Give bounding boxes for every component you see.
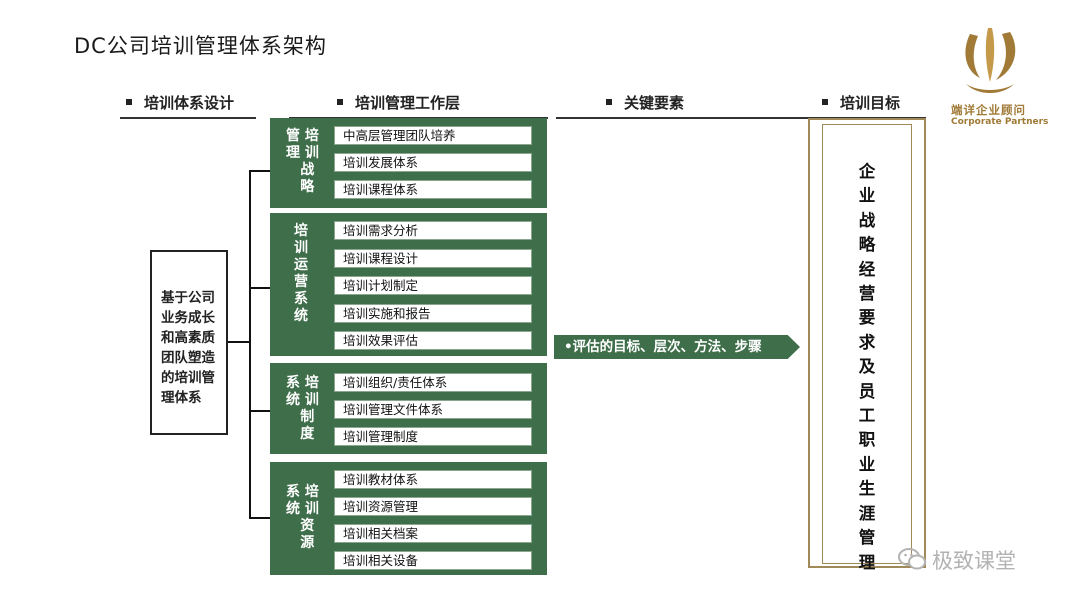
column-header-goal: 培训目标 (822, 92, 900, 113)
group-training-resources: 系 培 统 训 资 源 培训教材体系 培训资源管理 培训相关档案 培训相关设备 (270, 462, 547, 575)
list-item: 培训需求分析 (334, 221, 532, 240)
connector-line (249, 517, 270, 519)
training-system-design-box: 基于公司 业务成长 和高素质 团队塑造 的培训管 理体系 (150, 250, 228, 435)
list-item: 培训实施和报告 (334, 304, 532, 323)
group-training-policy: 系 培 统 训 制 度 培训组织/责任体系 培训管理文件体系 培训管理制度 (270, 363, 547, 454)
connector-line (249, 410, 270, 412)
list-item: 中高层管理团队培养 (334, 126, 532, 145)
list-item: 培训教材体系 (334, 470, 532, 489)
connector-line (249, 287, 270, 289)
group-label: 管 培 理 训 战 略 (286, 128, 319, 195)
list-item: 培训效果评估 (334, 331, 532, 350)
list-item: 培训组织/责任体系 (334, 373, 532, 392)
page-title: DC公司培训管理体系架构 (74, 34, 327, 58)
list-item: 培训相关档案 (334, 524, 532, 543)
column-header-design: 培训体系设计 (126, 92, 234, 113)
watermark: 极致课堂 (932, 549, 1016, 573)
list-item: 培训课程体系 (334, 180, 532, 199)
group-label: 系 培 统 训 制 度 (286, 375, 319, 442)
connector-line (249, 170, 270, 172)
column-header-management: 培训管理工作层 (337, 92, 460, 113)
list-item: 培训发展体系 (334, 153, 532, 172)
list-item: 培训管理制度 (334, 427, 532, 446)
group-training-strategy: 管 培 理 训 战 略 中高层管理团队培养 培训发展体系 培训课程体系 (270, 118, 547, 208)
list-item: 培训课程设计 (334, 249, 532, 268)
logo-name: 端详企业顾问 (951, 103, 1026, 117)
goal-text: 企 业 战 略 经 营 要 求 及 员 工 职 业 生 涯 管 理 (858, 162, 876, 572)
goal-inner-frame (822, 124, 912, 564)
logo-icon (965, 28, 1016, 93)
column-underline (120, 117, 256, 119)
logo-english: Corporate Partners (951, 117, 1049, 127)
group-label: 培 训 运 营 系 统 (294, 223, 308, 324)
key-element-arrow: •评估的目标、层次、方法、步骤 (554, 335, 800, 359)
list-item: 培训管理文件体系 (334, 400, 532, 419)
list-item: 培训资源管理 (334, 497, 532, 516)
wechat-icon (898, 548, 926, 570)
list-item: 培训相关设备 (334, 551, 532, 570)
goal-outer-frame (808, 118, 926, 568)
connector-line (228, 341, 250, 343)
group-training-operations: 培 训 运 营 系 统 培训需求分析 培训课程设计 培训计划制定 培训实施和报告… (270, 213, 547, 356)
column-underline (556, 117, 796, 119)
list-item: 培训计划制定 (334, 276, 532, 295)
connector-bracket (249, 170, 251, 518)
group-label: 系 培 统 训 资 源 (286, 484, 319, 551)
column-header-key-elements: 关键要素 (606, 92, 684, 113)
